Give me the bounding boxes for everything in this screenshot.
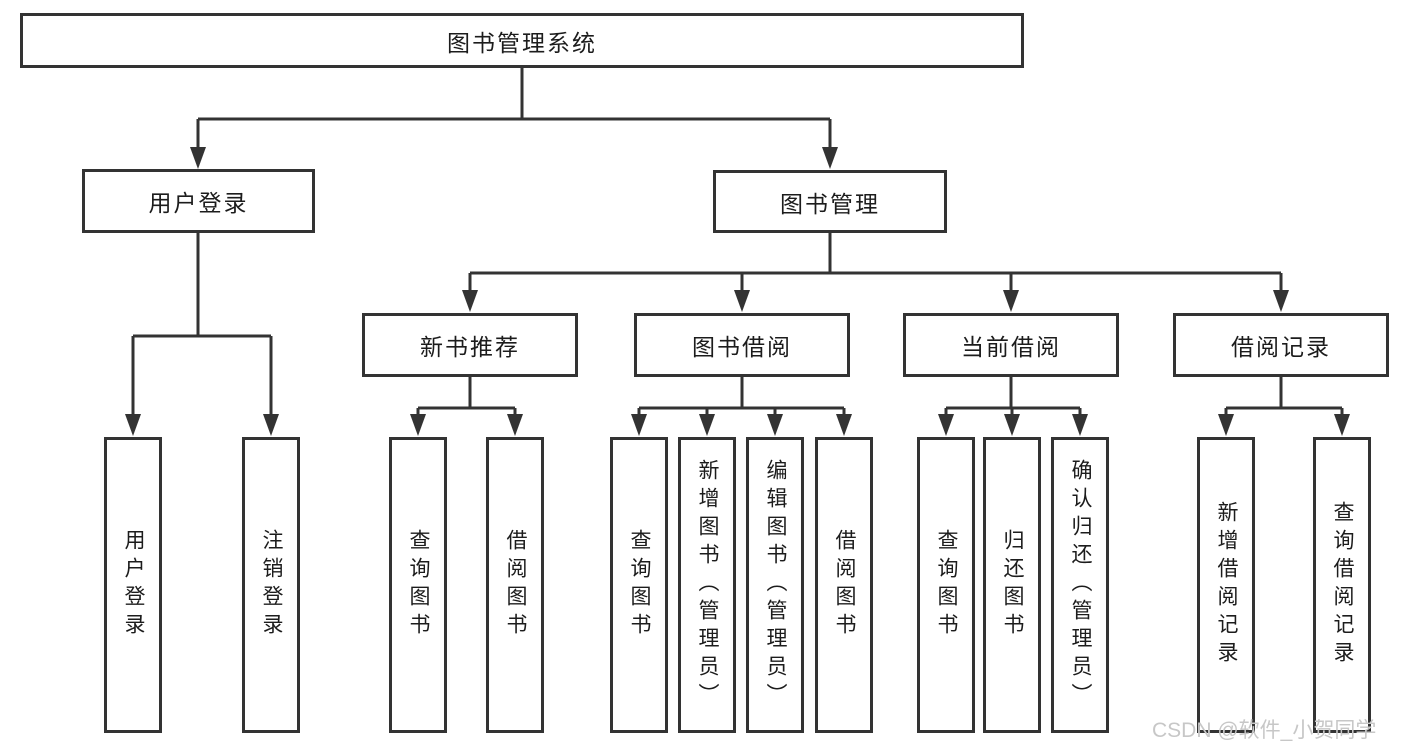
leaf-logout-login: 注销登录 [242, 437, 300, 733]
node-library-management-system: 图书管理系统 [20, 13, 1024, 68]
leaf-records-add-borrow-record: 新增借阅记录 [1197, 437, 1255, 733]
node-book-management: 图书管理 [713, 170, 947, 233]
leaf-borrowing-query-books: 查询图书 [610, 437, 668, 733]
leaf-newrec-borrow-books: 借阅图书 [486, 437, 544, 733]
leaf-user-login: 用户登录 [104, 437, 162, 733]
leaf-borrowing-edit-books-admin: 编辑图书（管理员） [746, 437, 804, 733]
leaf-current-query-books: 查询图书 [917, 437, 975, 733]
leaf-borrowing-add-books-admin: 新增图书（管理员） [678, 437, 736, 733]
leaf-borrowing-borrow-books: 借阅图书 [815, 437, 873, 733]
csdn-watermark: CSDN @软件_小贺同学 [1152, 719, 1377, 742]
leaf-records-query-borrow-record: 查询借阅记录 [1313, 437, 1371, 733]
leaf-current-return-books: 归还图书 [983, 437, 1041, 733]
node-book-borrowing: 图书借阅 [634, 313, 850, 377]
node-new-book-recommend: 新书推荐 [362, 313, 578, 377]
node-current-borrowing: 当前借阅 [903, 313, 1119, 377]
node-user-login: 用户登录 [82, 169, 315, 233]
arrowheads [125, 147, 1350, 436]
leaf-newrec-query-books: 查询图书 [389, 437, 447, 733]
node-borrow-records: 借阅记录 [1173, 313, 1389, 377]
leaf-current-confirm-return-admin: 确认归还（管理员） [1051, 437, 1109, 733]
